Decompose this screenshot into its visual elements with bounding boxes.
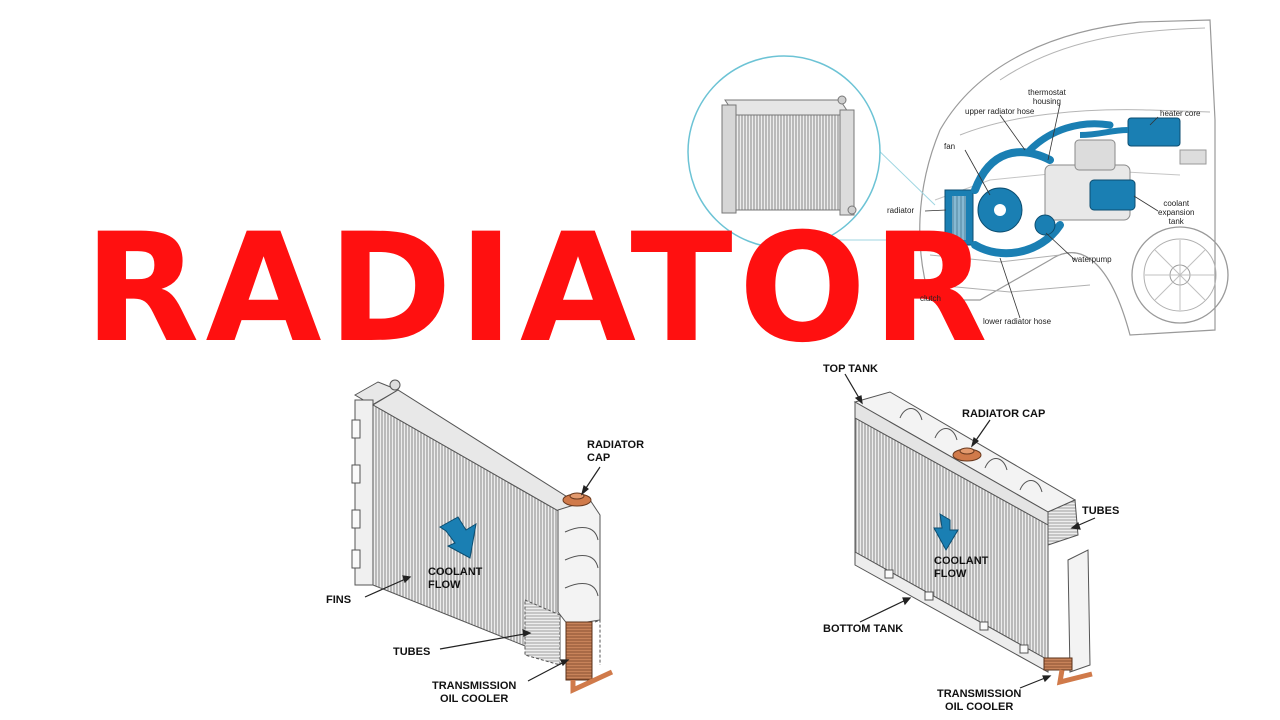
label-radiator: radiator bbox=[887, 206, 915, 215]
expansion-tank bbox=[1089, 179, 1136, 211]
page-title: RADIATOR bbox=[84, 202, 994, 376]
heater-core-block bbox=[1127, 117, 1181, 147]
label-clutch: clutch bbox=[920, 294, 941, 303]
right-coolant-flow-arrow bbox=[933, 513, 959, 552]
car-body-outline bbox=[919, 19, 1216, 336]
label-left-radiator-cap: RADIATOR CAP bbox=[587, 439, 645, 464]
label-right-tubes: TUBES bbox=[1082, 505, 1120, 517]
right-radiator-illustration bbox=[844, 373, 1096, 689]
label-upper-radiator-hose: upper radiator hose bbox=[965, 107, 1035, 116]
label-left-transmission-oil-cooler: TRANSMISSION OIL COOLER bbox=[432, 680, 517, 705]
label-fan: fan bbox=[944, 142, 956, 151]
label-right-transmission-oil-cooler: TRANSMISSION OIL COOLER bbox=[937, 688, 1022, 713]
left-oil-cooler bbox=[565, 621, 593, 681]
right-oil-cooler bbox=[1043, 657, 1073, 671]
label-coolant-expansion-tank: coolant expansion tank bbox=[1158, 199, 1195, 226]
left-radiator-illustration bbox=[351, 379, 614, 694]
front-wheel bbox=[1131, 226, 1229, 324]
label-fins: FINS bbox=[326, 594, 352, 606]
upper-hose bbox=[971, 148, 1054, 194]
label-heater-core: heater core bbox=[1160, 109, 1201, 118]
label-left-tubes: TUBES bbox=[393, 646, 431, 658]
label-bottom-tank: BOTTOM TANK bbox=[823, 623, 904, 635]
label-right-coolant-flow: COOLANT FLOW bbox=[934, 555, 989, 580]
label-top-tank: TOP TANK bbox=[823, 363, 879, 375]
left-coolant-flow-arrow bbox=[439, 516, 477, 559]
radiator-inset bbox=[687, 55, 936, 249]
car-cooling-system-diagram bbox=[687, 19, 1229, 336]
label-right-radiator-cap: RADIATOR CAP bbox=[962, 408, 1046, 420]
label-waterpump: waterpump bbox=[1072, 255, 1112, 264]
label-left-coolant-flow: COOLANT FLOW bbox=[428, 566, 483, 591]
label-thermostat-housing: thermostat housing bbox=[1028, 88, 1066, 106]
lower-hose bbox=[971, 221, 1064, 258]
label-lower-radiator-hose: lower radiator hose bbox=[983, 317, 1052, 326]
